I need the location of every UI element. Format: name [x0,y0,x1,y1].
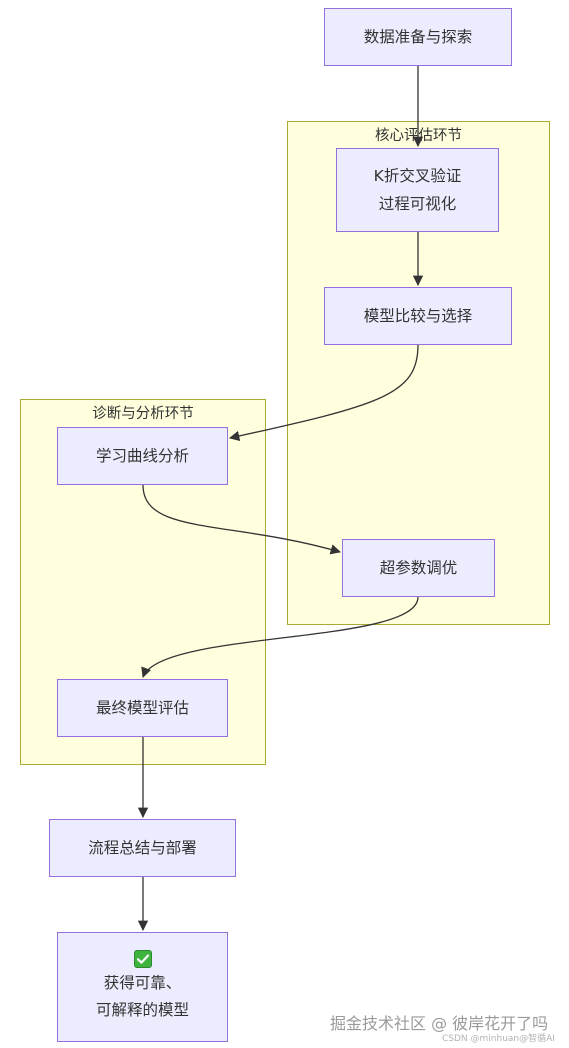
node-data-preparation[interactable]: 数据准备与探索 [324,8,512,66]
node-data-preparation-label: 数据准备与探索 [363,28,473,46]
edge-model-compare-to-learning-curve [228,344,419,442]
node-hyperparameter-tuning-label: 超参数调优 [379,559,458,577]
edge-hyper-tuning-to-final-eval [141,596,419,678]
node-result-line1: 获得可靠、 [103,974,182,992]
watermark-juejin: 掘金技术社区 @ 彼岸花开了吗 [330,1014,549,1033]
node-learning-curve[interactable]: 学习曲线分析 [57,427,228,485]
node-result-line2: 可解释的模型 [95,1001,189,1019]
edge-learning-curve-to-hyper-tuning [142,484,341,555]
node-kfold-line2: 过程可视化 [378,195,457,213]
node-summary-deployment[interactable]: 流程总结与部署 [49,819,236,877]
node-hyperparameter-tuning[interactable]: 超参数调优 [342,539,495,597]
node-final-model-evaluation-label: 最终模型评估 [95,699,189,717]
node-model-comparison-label: 模型比较与选择 [363,307,473,325]
node-kfold-cross-validation[interactable]: K折交叉验证 过程可视化 [336,148,499,232]
cluster-diagnosis-analysis-label: 诊断与分析环节 [92,406,194,422]
node-model-comparison[interactable]: 模型比较与选择 [324,287,512,345]
node-reliable-model-result[interactable]: 获得可靠、 可解释的模型 [57,932,228,1042]
watermark-csdn: CSDN @minhuan@智循AI [442,1034,555,1044]
node-summary-deployment-label: 流程总结与部署 [88,839,197,857]
node-final-model-evaluation[interactable]: 最终模型评估 [57,679,228,737]
check-mark-icon [133,950,152,968]
node-kfold-line1: K折交叉验证 [373,167,462,185]
node-learning-curve-label: 学习曲线分析 [95,447,189,465]
